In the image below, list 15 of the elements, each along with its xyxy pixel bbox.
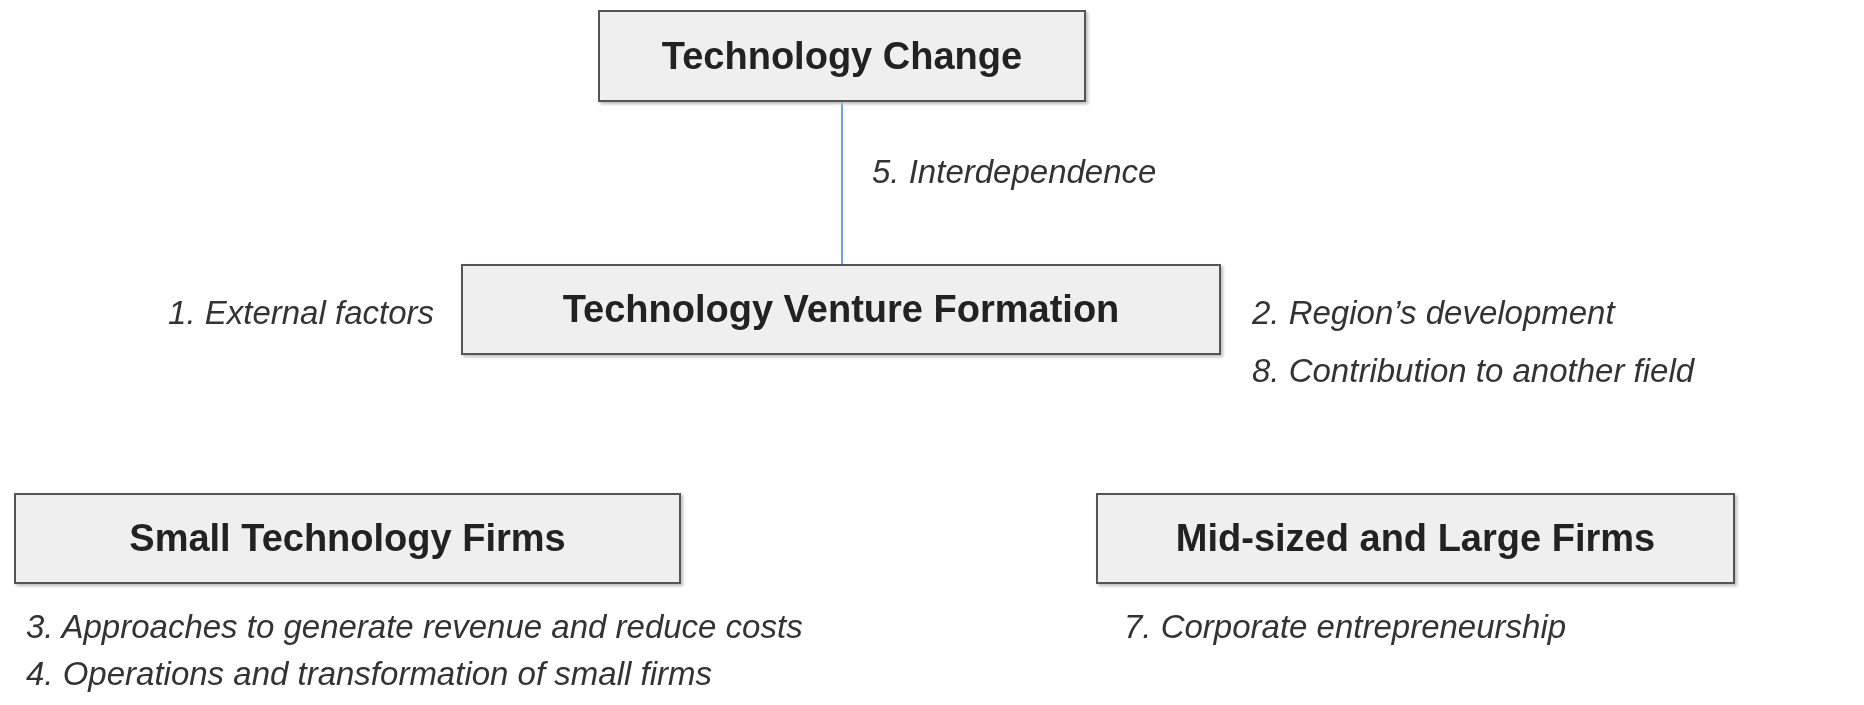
box-title: Technology Change xyxy=(661,34,1023,78)
annotation-text: 2. Region’s development xyxy=(1252,296,1615,329)
box-title: Small Technology Firms xyxy=(129,517,566,560)
process-box xyxy=(1096,493,1735,584)
box-title: Technology Venture Formation xyxy=(562,288,1120,331)
annotation-text: 3. Approaches to generate revenue and reduce costs xyxy=(26,610,803,643)
annotation-text: 4. Operations and transformation of small firms xyxy=(26,657,712,690)
annotation-text: 8. Contribution to another field xyxy=(1252,354,1695,387)
process-box xyxy=(598,10,1086,102)
process-box xyxy=(461,264,1221,355)
process-box xyxy=(14,493,681,584)
annotation-text: 1. External factors xyxy=(168,296,434,329)
annotation-text: 7. Corporate entrepreneurship xyxy=(1124,610,1567,643)
box-title: Mid-sized and Large Firms xyxy=(1175,517,1656,560)
connector-line xyxy=(841,101,843,265)
